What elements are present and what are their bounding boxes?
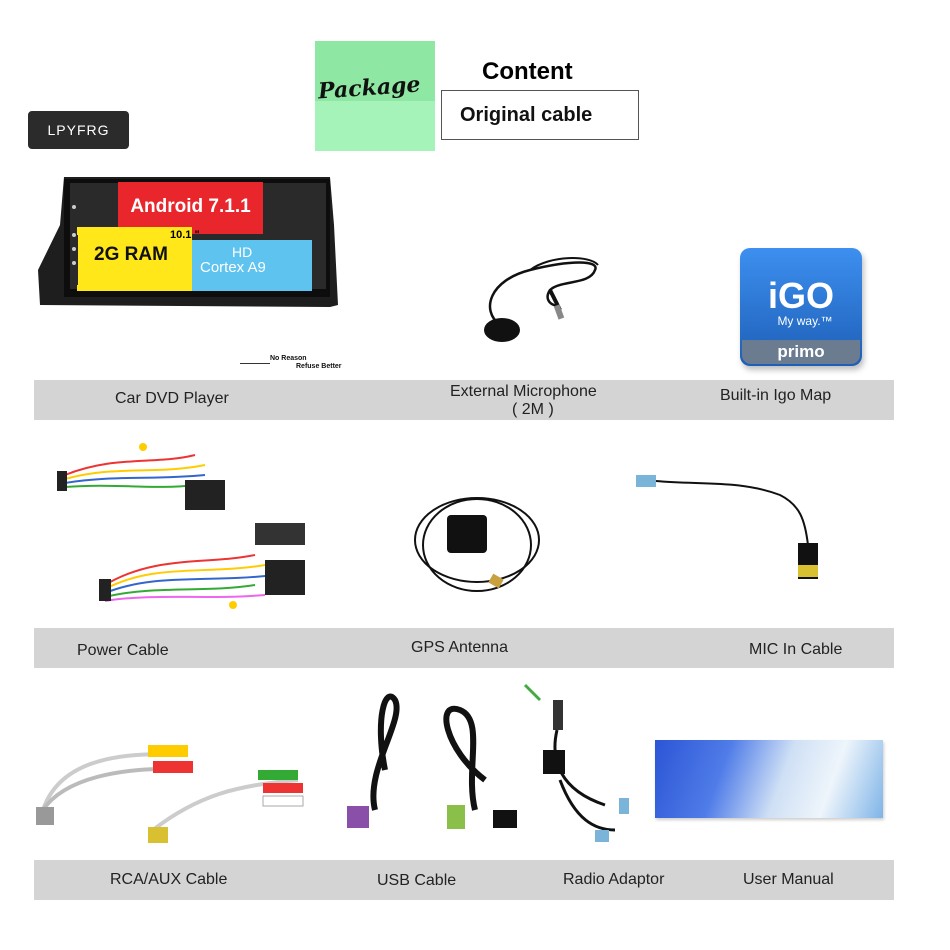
content-box: Original cable xyxy=(441,90,639,140)
caption-user-manual: User Manual xyxy=(743,871,834,888)
caption-band-3 xyxy=(34,860,894,900)
cpu-spec: Cortex A9 xyxy=(200,259,266,276)
caption-external-microphone: External Microphone xyxy=(450,383,597,400)
caption-car-dvd-player: Car DVD Player xyxy=(115,390,229,407)
caption-band-1 xyxy=(34,380,894,420)
caption-usb-cable: USB Cable xyxy=(377,872,457,889)
android-version: Android 7.1.1 xyxy=(130,196,251,217)
screen-size: 10.1 " xyxy=(170,229,200,241)
slogan-rule xyxy=(240,363,270,364)
caption-power-cable: Power Cable xyxy=(77,642,169,659)
mic-in-cable-image xyxy=(630,465,840,590)
package-highlight-top xyxy=(315,41,435,101)
external-microphone-image xyxy=(470,250,610,350)
slogan-line1: No Reason xyxy=(270,355,307,362)
caption-band-2 xyxy=(34,628,894,668)
radio-adaptor-image xyxy=(515,680,645,845)
igo-logo-text: iGO xyxy=(767,275,834,316)
caption-rca-aux-cable: RCA/AUX Cable xyxy=(110,871,228,888)
caption-mic-in-cable: MIC In Cable xyxy=(749,641,843,658)
igo-tagline: My way.™ xyxy=(777,314,833,328)
caption-radio-adaptor: Radio Adaptor xyxy=(563,871,665,888)
caption-igo-map: Built-in Igo Map xyxy=(720,387,832,404)
caption-gps-antenna: GPS Antenna xyxy=(411,639,508,656)
slogan-line2: Refuse Better xyxy=(296,363,342,370)
brand-badge: LPYFRG xyxy=(28,111,129,149)
hd-spec: HD xyxy=(232,244,253,260)
usb-cable-image xyxy=(335,690,525,840)
gps-antenna-image xyxy=(412,490,542,600)
user-manual-image xyxy=(655,740,883,818)
ram-spec: 2G RAM xyxy=(94,244,168,265)
content-title: Content xyxy=(482,58,573,85)
car-dvd-player-image xyxy=(30,175,345,375)
caption-external-microphone-length: ( 2M ) xyxy=(512,401,554,418)
igo-edition: primo xyxy=(777,342,825,361)
rca-aux-cable-image xyxy=(28,725,328,850)
power-cable-image xyxy=(55,435,315,615)
igo-edition-strip xyxy=(742,340,860,364)
